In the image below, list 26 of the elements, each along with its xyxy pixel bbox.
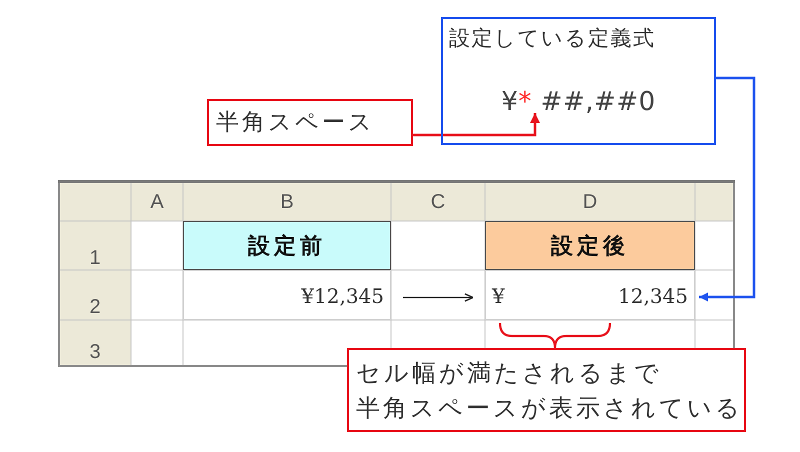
row-header: 1 xyxy=(89,248,101,268)
cell-value: 12,345 xyxy=(618,286,688,306)
column-header: D xyxy=(582,192,598,212)
arrow xyxy=(413,113,540,136)
currency-sign: ¥ xyxy=(492,286,505,306)
arrow xyxy=(403,293,474,302)
row-header: 3 xyxy=(89,342,101,362)
callout-text: 半角スペース xyxy=(216,111,375,134)
column-header: A xyxy=(150,192,164,212)
format-code: ¥* ##,##0 xyxy=(501,89,656,115)
definition-box xyxy=(441,17,716,145)
cell-text: 設定前 xyxy=(248,235,326,258)
spreadsheet-cell xyxy=(183,270,391,320)
column-header: B xyxy=(280,192,294,212)
arrow xyxy=(699,76,756,302)
box-title: 設定している定義式 xyxy=(449,28,656,49)
row-header: 2 xyxy=(89,297,101,317)
header-cell xyxy=(485,221,695,270)
callout-box xyxy=(207,99,413,146)
callout-text: セル幅が満たされるまで半角スペースが表示されている xyxy=(356,358,743,424)
spreadsheet-cell xyxy=(485,270,695,320)
callout-box xyxy=(347,348,746,432)
cell-text: 設定後 xyxy=(551,235,629,258)
column-header: C xyxy=(430,192,446,212)
cell-value: ¥12,345 xyxy=(301,286,384,306)
header-cell xyxy=(183,221,391,270)
